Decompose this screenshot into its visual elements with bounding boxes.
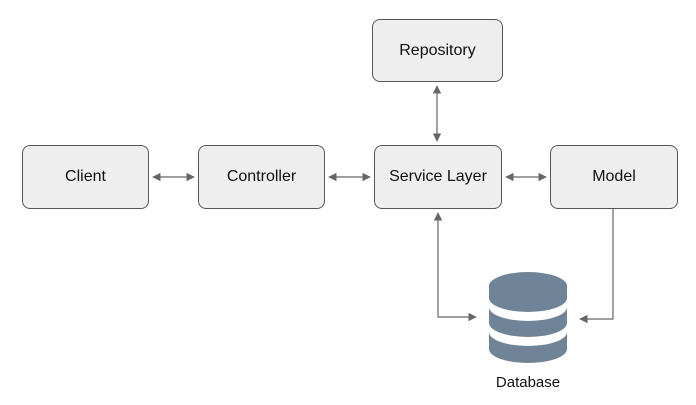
controller-box: Controller (198, 145, 325, 209)
controller-label: Controller (226, 168, 297, 185)
model-database-arrow (579, 209, 614, 324)
service-layer-label: Service Layer (389, 168, 487, 185)
client-box: Client (22, 145, 149, 209)
model-label: Model (592, 168, 636, 185)
service-layer-box: Service Layer (374, 145, 502, 209)
repository-label: Repository (399, 41, 476, 59)
database-icon (489, 272, 567, 363)
repository-box: Repository (372, 19, 503, 82)
model-box: Model (550, 145, 678, 209)
client-label: Client (65, 168, 106, 185)
service-database-arrow (433, 212, 477, 322)
database-label: Database (495, 374, 561, 391)
